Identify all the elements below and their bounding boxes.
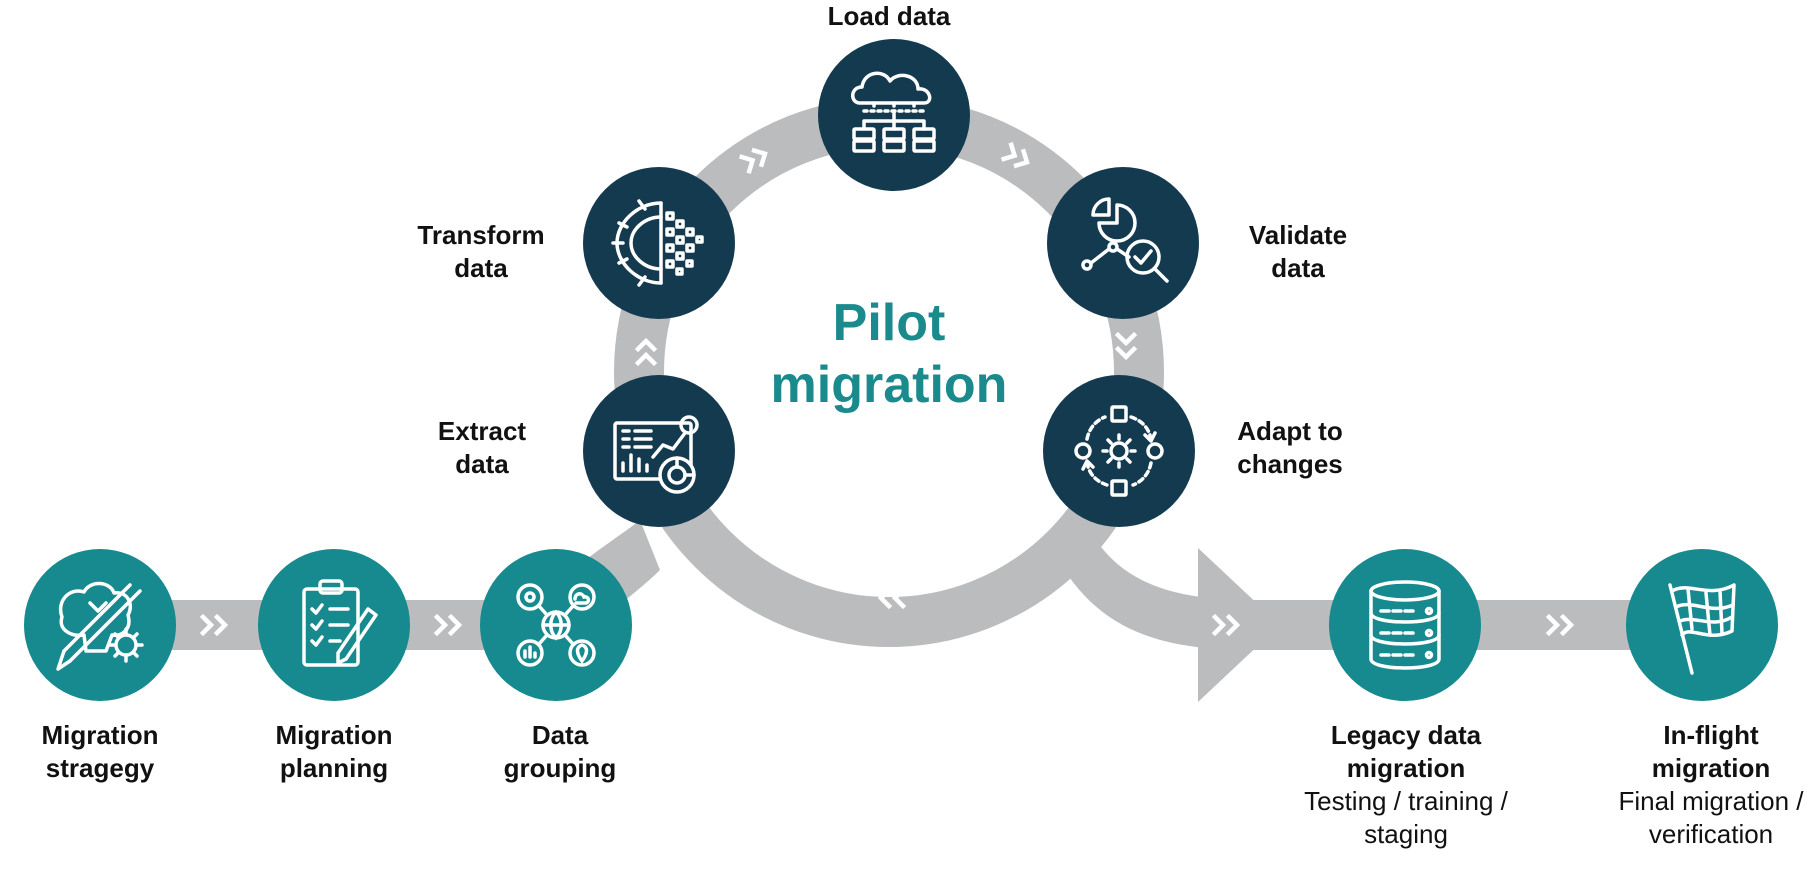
legacy-data-migration-subtitle: Testing / training / staging [1304,785,1508,851]
load-data-label: Load data [828,0,951,33]
label-line-1: Legacy data [1330,720,1482,750]
title-line-2: migration [770,356,1008,414]
label-line-2: data [455,449,509,479]
network-hub-icon [516,583,596,667]
gear-pixels-icon [611,199,704,287]
label-line-1: Migration [275,720,393,750]
node-adapt-to-changes [1043,375,1195,527]
label-line-2: changes [1237,449,1343,479]
label-line-2: migration [1346,753,1466,783]
label-line-1: Extract [437,416,527,446]
subtitle-line-2: staging [1364,819,1448,849]
label-line-1: Validate [1248,220,1348,250]
label-line-1: Transform [417,220,545,250]
legacy-data-migration-label: Legacy data migration [1331,719,1481,785]
migration-planning-label: Migration planning [276,719,393,785]
transform-data-label: Transform data [417,219,544,285]
subtitle-line-2: verification [1648,819,1774,849]
node-in-flight-migration [1626,549,1778,701]
validate-data-label: Validate data [1249,219,1347,285]
in-flight-migration-subtitle: Final migration / verification [1619,785,1804,851]
pilot-migration-title: Pilot migration [771,292,1008,416]
label-line-1: Adapt to [1237,416,1343,446]
gear-cycle-icon [1074,405,1164,497]
node-data-grouping [480,549,632,701]
node-transform-data [583,167,735,319]
analytics-magnifier-icon [1081,197,1169,283]
subtitle-line-1: Testing / training / [1304,786,1508,816]
node-legacy-data-migration [1329,549,1481,701]
label-line-1: Migration [41,720,159,750]
migration-strategy-label: Migration stragegy [42,719,159,785]
in-flight-migration-label: In-flight migration [1652,719,1770,785]
label-line-1: Load data [827,1,951,31]
brain-pencil-gear-icon [56,581,144,671]
data-grouping-label: Data grouping [504,719,617,785]
label-line-1: Data [531,720,589,750]
label-line-2: planning [279,753,389,783]
node-migration-planning [258,549,410,701]
label-line-2: stragegy [45,753,155,783]
clipboard-checklist-icon [302,579,378,667]
node-migration-strategy [24,549,176,701]
cloud-servers-icon [851,71,936,153]
label-line-2: data [454,253,508,283]
label-line-1: In-flight [1663,720,1759,750]
title-line-1: Pilot [832,294,946,352]
checkered-flag-icon [1668,583,1736,675]
node-validate-data [1047,167,1199,319]
dashboard-chart-icon [613,415,699,494]
label-line-2: grouping [503,753,617,783]
extract-data-label: Extract data [438,415,526,481]
label-line-2: migration [1651,753,1771,783]
node-load-data [818,39,970,191]
database-icon [1369,580,1441,670]
adapt-to-changes-label: Adapt to changes [1237,415,1343,481]
subtitle-line-1: Final migration / [1618,786,1804,816]
label-line-2: data [1271,253,1325,283]
node-extract-data [583,375,735,527]
